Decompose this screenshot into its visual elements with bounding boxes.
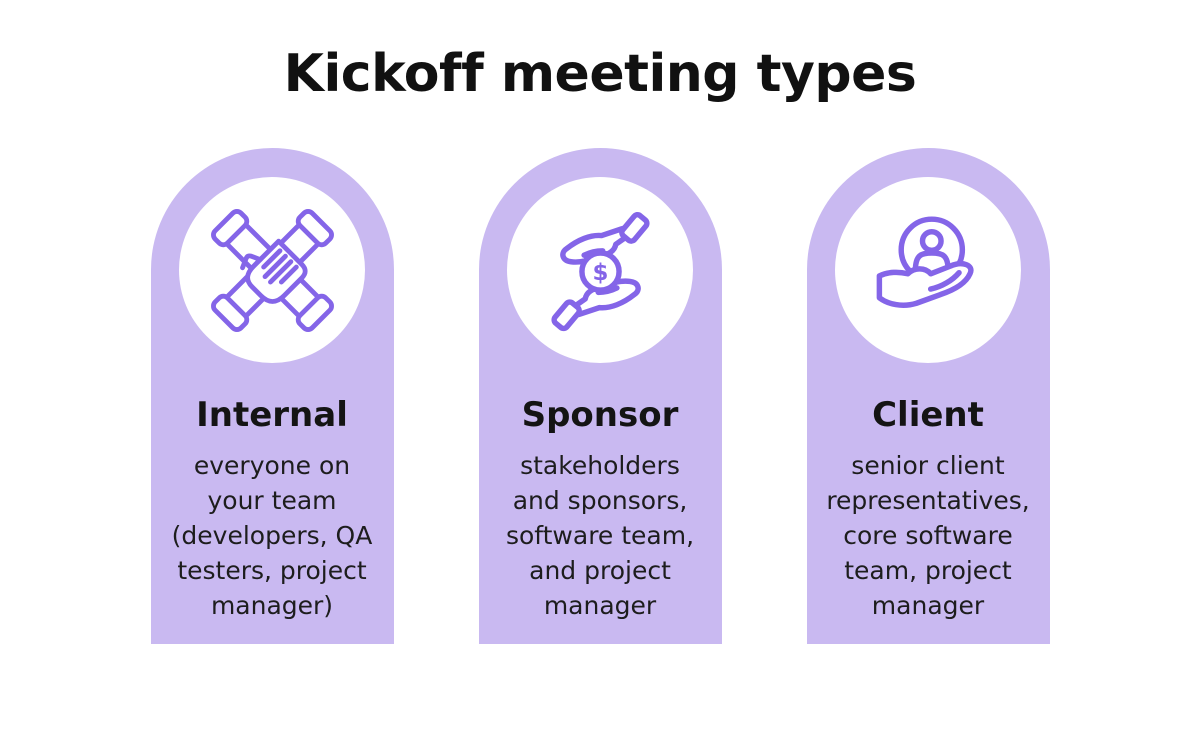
icon-circle: [179, 177, 365, 363]
card-client: Client senior client representatives, co…: [806, 148, 1050, 644]
card-title: Client: [872, 395, 984, 435]
cuff-bottom-right: [295, 293, 334, 332]
card-sponsor: $ Sponsor stakeholders and sponsors, sof…: [478, 148, 722, 644]
cards-row: Internal everyone on your team (develope…: [0, 148, 1200, 644]
user-head: [919, 228, 944, 253]
cuff-bottom-left: [210, 293, 249, 332]
page-title: Kickoff meeting types: [283, 44, 917, 104]
icon-circle: $: [507, 177, 693, 363]
cuff-top-left: [210, 208, 249, 247]
top-hand: [239, 238, 308, 304]
hand-holding-user-icon: [876, 215, 974, 308]
dollar-symbol: $: [592, 259, 608, 285]
holding-hand: [876, 260, 974, 308]
cuff-top-right: [295, 208, 334, 247]
dollar-coin: [578, 249, 622, 293]
card-internal: Internal everyone on your team (develope…: [150, 148, 394, 644]
card-description: senior client representatives, core soft…: [826, 451, 1030, 620]
hands-exchange-dollar-icon: $: [535, 211, 650, 336]
card-description: everyone on your team (developers, QA te…: [171, 451, 373, 620]
icon-circle: [835, 177, 1021, 363]
card-title: Sponsor: [521, 395, 679, 435]
card-description: stakeholders and sponsors, software team…: [505, 451, 695, 620]
user-shoulders: [912, 249, 951, 273]
teamwork-hands-icon: [210, 208, 334, 332]
card-title: Internal: [196, 395, 348, 435]
